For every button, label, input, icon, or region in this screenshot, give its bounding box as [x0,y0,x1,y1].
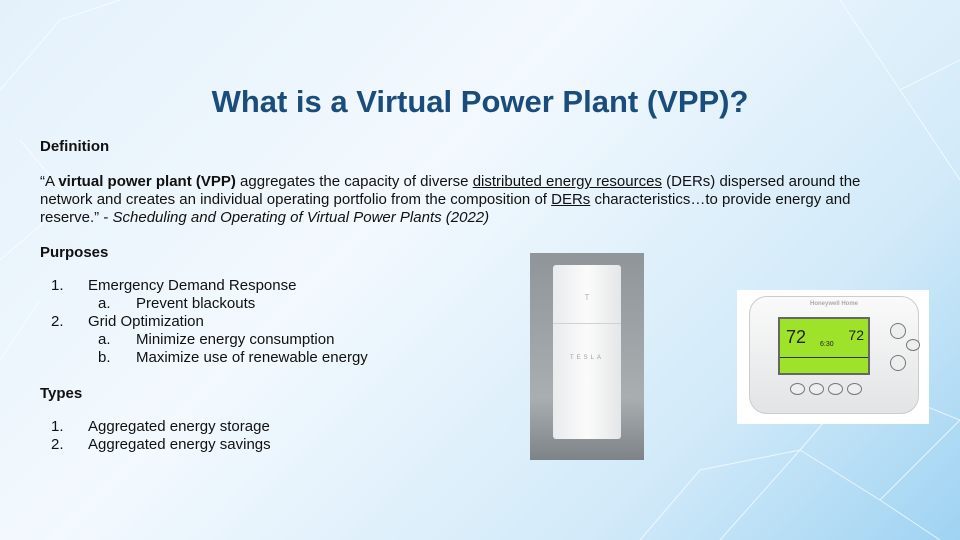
tesla-powerwall-image: T TESLA [530,253,644,460]
thermostat-image: Honeywell Home 72 6:30 72 [737,290,929,424]
definition-line-1: “A virtual power plant (VPP) aggregates … [40,173,860,191]
thermostat-body: Honeywell Home 72 6:30 72 [749,296,920,414]
slide-title: What is a Virtual Power Plant (VPP)? [211,84,749,119]
definition-line-3: reserve.” - Scheduling and Operating of … [40,209,489,227]
soft-button-icon [790,383,805,395]
definition-heading: Definition [40,138,110,155]
text: network and creates an individual operat… [40,191,552,208]
list-subitem: Minimize energy consumption [136,331,335,348]
soft-button-icon [809,383,824,395]
indoor-temp: 72 [786,327,807,347]
thermostat-screen: 72 6:30 72 [778,317,870,375]
up-button-icon [890,323,906,339]
set-temp: 72 [848,327,864,343]
list-number: 2. [51,313,64,330]
list-subitem: Maximize use of renewable energy [136,349,368,366]
vpp-term: virtual power plant (VPP) [58,173,236,190]
time: 6:30 [820,341,834,348]
list-letter: b. [98,349,111,366]
text: characteristics…to provide energy and [590,191,851,208]
list-number: 1. [51,418,64,435]
der-link[interactable]: distributed energy resources [472,173,662,190]
list-item: Aggregated energy storage [88,418,270,435]
definition-line-2: network and creates an individual operat… [40,191,850,209]
text: “A [40,173,59,190]
divider [553,323,621,324]
list-letter: a. [98,331,111,348]
list-letter: a. [98,295,111,312]
hold-button-icon [906,339,920,351]
thermostat-brand: Honeywell Home [809,301,858,307]
tesla-logo: T [584,293,590,302]
down-button-icon [890,355,906,371]
list-number: 2. [51,436,64,453]
text: reserve.” - [40,209,113,226]
text: (DERs) dispersed around the [661,173,861,190]
screen-menu [780,357,868,373]
powerwall-unit: T TESLA [553,265,621,439]
soft-button-icon [828,383,843,395]
list-item: Aggregated energy savings [88,436,271,453]
citation: Scheduling and Operating of Virtual Powe… [112,209,490,226]
list-item: Emergency Demand Response [88,277,297,294]
list-subitem: Prevent blackouts [136,295,256,312]
purposes-heading: Purposes [40,244,109,261]
list-item: Grid Optimization [88,313,204,330]
text: aggregates the capacity of diverse [235,173,473,190]
types-heading: Types [40,385,83,402]
tesla-wordmark: TESLA [569,355,604,361]
ders-link[interactable]: DERs [551,191,591,208]
soft-button-icon [847,383,862,395]
list-number: 1. [51,277,64,294]
